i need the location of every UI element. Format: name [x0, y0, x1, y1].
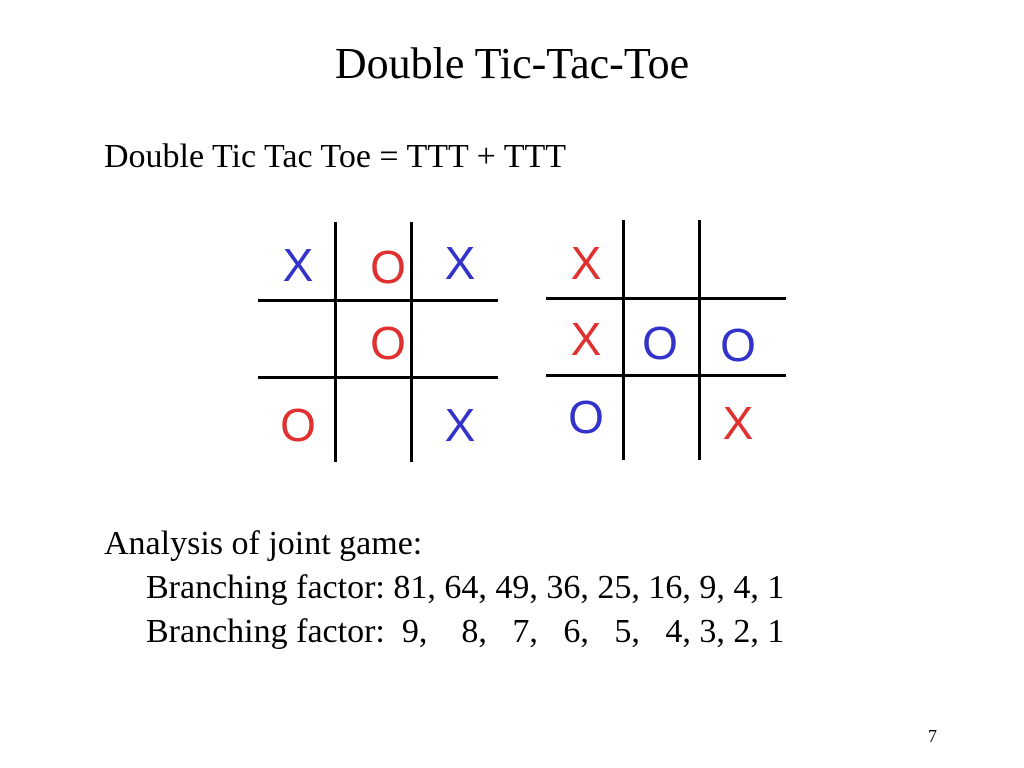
cell-mark-o: O: [642, 317, 678, 369]
cell-mark-o: O: [370, 241, 406, 293]
cell-mark-x: X: [444, 399, 476, 451]
grid-line: [258, 299, 498, 302]
cell-mark-o: O: [720, 319, 756, 371]
cell-mark-x: X: [570, 237, 602, 289]
cell-mark-o: O: [370, 317, 406, 369]
cell-mark-x: X: [282, 239, 314, 291]
analysis-heading: Analysis of joint game:: [104, 525, 423, 562]
slide-subtitle: Double Tic Tac Toe = TTT + TTT: [104, 138, 567, 175]
page-number: 7: [928, 726, 937, 746]
grid-line: [698, 220, 701, 460]
grid-line: [410, 222, 413, 462]
cell-mark-o: O: [280, 399, 316, 451]
branching-factor-line-2: Branching factor: 9, 8, 7, 6, 5, 4, 3, 2…: [146, 613, 785, 650]
grid-line: [334, 222, 337, 462]
grid-line: [258, 376, 498, 379]
branching-factor-line-1: Branching factor: 81, 64, 49, 36, 25, 16…: [146, 569, 785, 606]
slide-title: Double Tic-Tac-Toe: [334, 39, 690, 88]
cell-mark-x: X: [444, 237, 476, 289]
grid-line: [546, 297, 786, 300]
cell-mark-o: O: [568, 391, 604, 443]
grid-line: [622, 220, 625, 460]
cell-mark-x: X: [722, 397, 754, 449]
grid-line: [546, 374, 786, 377]
analysis-block: Analysis of joint game: Branching factor:…: [104, 522, 784, 654]
cell-mark-x: X: [570, 313, 602, 365]
